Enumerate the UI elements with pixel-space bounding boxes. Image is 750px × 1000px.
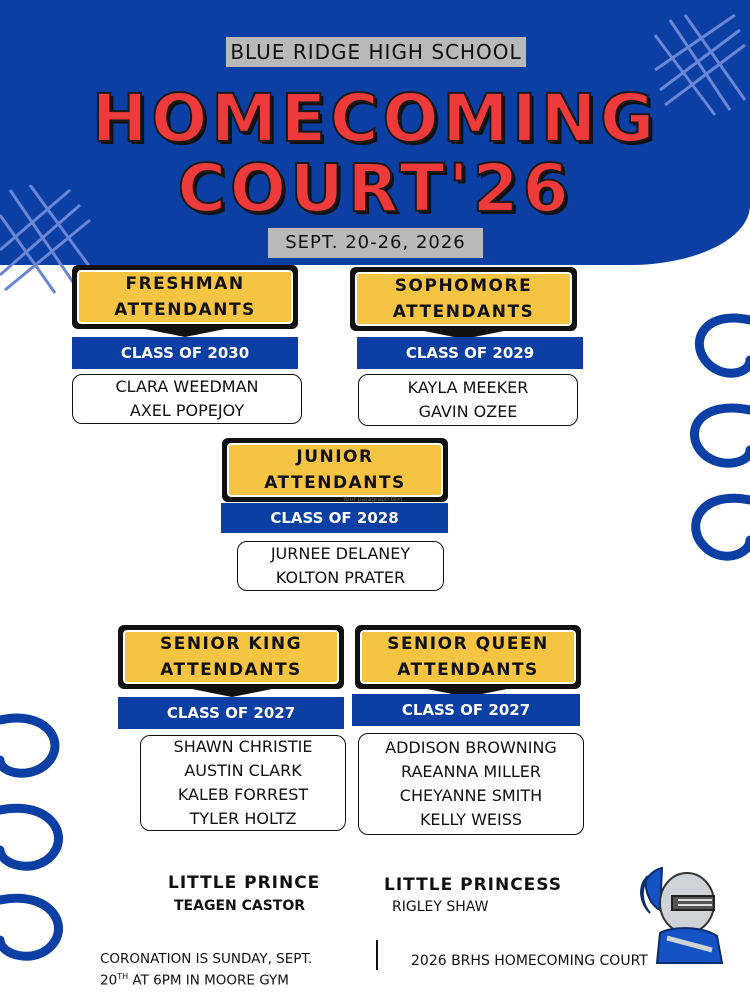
- scribble-left-loops: [0, 713, 63, 961]
- freshman-label-tab: [145, 329, 225, 337]
- sophomore-label-line1: SOPHOMORE: [394, 276, 533, 296]
- senior-king-class-bar: CLASS OF 2027: [118, 697, 344, 729]
- name-item: RAEANNA MILLER: [400, 762, 541, 781]
- little-prince-title: LITTLE PRINCE: [168, 873, 321, 893]
- name-item: CHEYANNE SMITH: [399, 786, 543, 805]
- scribble-top-left: [0, 185, 94, 294]
- coronation-info: CORONATION IS SUNDAY, SEPT. 20TH AT 6PM …: [100, 950, 360, 990]
- footer-title: 2026 BRHS HOMECOMING COURT: [411, 953, 648, 969]
- freshman-label: FRESHMAN ATTENDANTS: [72, 265, 298, 329]
- junior-names: JURNEE DELANEY KOLTON PRATER: [237, 541, 444, 591]
- freshman-label-line1: FRESHMAN: [125, 274, 245, 294]
- title-court: COURT'26: [176, 149, 573, 228]
- senior-queen-names: ADDISON BROWNING RAEANNA MILLER CHEYANNE…: [358, 733, 584, 835]
- name-item: KELLY WEISS: [419, 810, 523, 829]
- junior-label-line1: JUNIOR: [296, 447, 374, 467]
- sophomore-class-bar: CLASS OF 2029: [357, 337, 583, 369]
- senior-queen-label-line2: ATTENDANTS: [397, 660, 539, 680]
- sophomore-label-line2: ATTENDANTS: [392, 302, 535, 322]
- coronation-line1: CORONATION IS SUNDAY, SEPT.: [100, 951, 313, 967]
- senior-king-label-line2: ATTENDANTS: [160, 660, 302, 680]
- placeholder-text: Your paragraph text: [343, 496, 403, 503]
- name-item: CLARA WEEDMAN: [115, 377, 259, 396]
- name-item: TYLER HOLTZ: [189, 809, 297, 828]
- senior-queen-label-tab: [427, 689, 507, 697]
- name-item: KAYLA MEEKER: [407, 378, 529, 397]
- name-item: AXEL POPEJOY: [129, 401, 245, 420]
- event-dates: SEPT. 20-26, 2026: [268, 228, 483, 258]
- senior-queen-label: SENIOR QUEEN ATTENDANTS: [355, 625, 581, 689]
- little-prince-name: TEAGEN CASTOR: [174, 898, 306, 914]
- junior-class-bar: CLASS OF 2028: [221, 503, 448, 533]
- freshman-label-line2: ATTENDANTS: [114, 300, 256, 320]
- senior-queen-class-bar: CLASS OF 2027: [352, 694, 580, 726]
- junior-label-line2: ATTENDANTS: [264, 473, 406, 493]
- mascot-knight-icon: [640, 866, 724, 964]
- senior-king-label-tab: [192, 689, 272, 697]
- sophomore-label-tab: [424, 331, 504, 339]
- footer-divider: [376, 940, 378, 970]
- little-princess-title: LITTLE PRINCESS: [384, 875, 563, 895]
- name-item: AUSTIN CLARK: [184, 761, 302, 780]
- senior-king-label-line1: SENIOR KING: [159, 634, 303, 654]
- coronation-sup: TH: [117, 972, 129, 981]
- coronation-day: 20: [100, 972, 118, 989]
- coronation-line2: AT 6PM IN MOORE GYM: [128, 972, 289, 989]
- senior-king-label: SENIOR KING ATTENDANTS: [118, 625, 344, 689]
- junior-label: JUNIOR ATTENDANTS: [222, 438, 448, 502]
- name-item: SHAWN CHRISTIE: [173, 737, 313, 756]
- little-princess-name: RIGLEY SHAW: [392, 899, 489, 915]
- name-item: GAVIN OZEE: [418, 402, 518, 421]
- senior-queen-label-line1: SENIOR QUEEN: [387, 634, 549, 654]
- name-item: JURNEE DELANEY: [270, 544, 411, 563]
- scribble-right-loops: [690, 313, 750, 561]
- sophomore-names: KAYLA MEEKER GAVIN OZEE: [358, 374, 578, 426]
- school-name: BLUE RIDGE HIGH SCHOOL: [226, 37, 526, 67]
- sophomore-label: SOPHOMORE ATTENDANTS: [350, 267, 577, 331]
- title-homecoming: HOMECOMING: [91, 79, 659, 158]
- name-item: KALEB FORREST: [177, 785, 309, 804]
- senior-king-names: SHAWN CHRISTIE AUSTIN CLARK KALEB FORRES…: [140, 735, 346, 831]
- name-item: ADDISON BROWNING: [385, 738, 557, 757]
- scribble-top-right: [653, 13, 747, 116]
- freshman-names: CLARA WEEDMAN AXEL POPEJOY: [72, 374, 302, 424]
- name-item: KOLTON PRATER: [275, 568, 406, 587]
- freshman-class-bar: CLASS OF 2030: [72, 337, 298, 369]
